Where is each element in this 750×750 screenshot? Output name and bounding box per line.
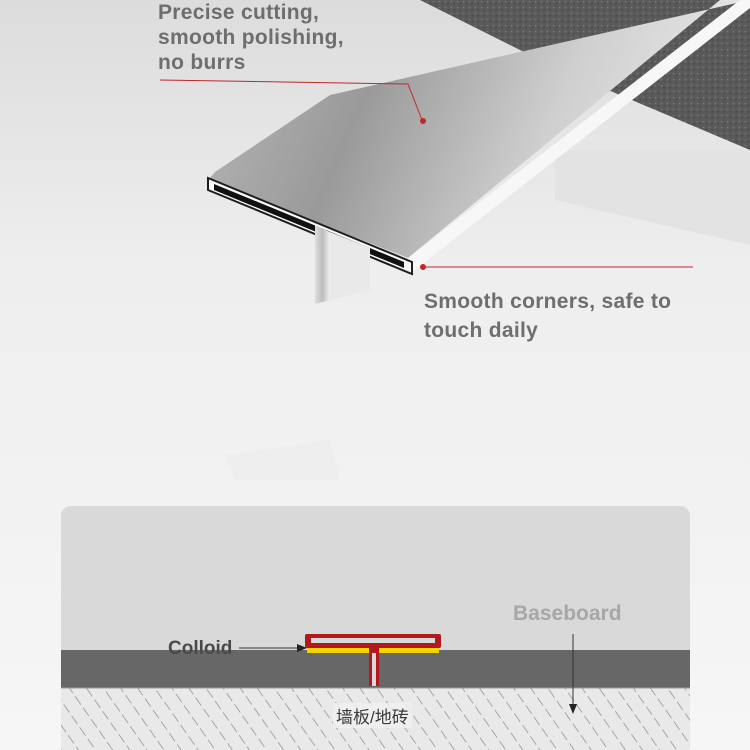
t-profile-stem-inner bbox=[372, 653, 376, 686]
t-profile-flange-inner bbox=[311, 638, 435, 643]
strip-edge-highlight bbox=[408, 0, 750, 272]
leader-dot-middle bbox=[420, 264, 426, 270]
wall-floor-label: 墙板/地砖 bbox=[333, 703, 412, 728]
reflection bbox=[225, 440, 340, 480]
callout-smooth-corners: Smooth corners, safe to touch daily bbox=[424, 287, 724, 345]
callout-mid-line-1: Smooth corners, safe to bbox=[424, 290, 672, 313]
callout-top-line-2: smooth polishing, bbox=[158, 26, 344, 49]
leader-dot-top bbox=[420, 118, 426, 124]
callout-mid-line-2: touch daily bbox=[424, 319, 539, 342]
colloid-arrow-head bbox=[297, 644, 307, 652]
callout-top-line-3: no burrs bbox=[158, 51, 246, 74]
t-profile-stem-shade bbox=[330, 232, 370, 300]
baseboard-label: Baseboard bbox=[513, 602, 622, 625]
diagram-background bbox=[61, 506, 690, 650]
t-profile-stem bbox=[315, 225, 330, 304]
callout-precise-cutting: Precise cutting, smooth polishing, no bu… bbox=[158, 0, 398, 75]
metal-strip bbox=[208, 0, 750, 258]
leader-line-top bbox=[159, 79, 423, 121]
stone-block-face bbox=[555, 150, 750, 245]
callout-top-line-1: Precise cutting, bbox=[158, 1, 320, 24]
installation-diagram: Colloid Baseboard 墙板/地砖 bbox=[61, 506, 690, 750]
diagram-graphic bbox=[61, 506, 690, 750]
colloid-label: Colloid bbox=[168, 638, 233, 659]
baseboard-arrow-head bbox=[569, 704, 577, 714]
